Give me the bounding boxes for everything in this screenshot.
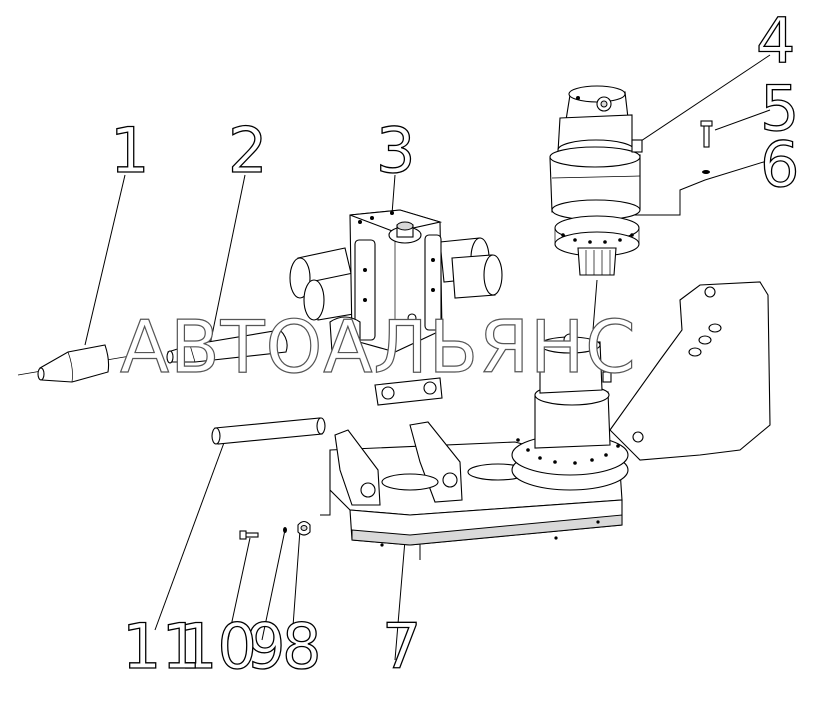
callout-8: 8 <box>282 610 321 683</box>
part-4-slew-drive <box>549 85 643 331</box>
part-7-base-assembly <box>329 281 771 547</box>
callout-5: 5 <box>760 72 799 145</box>
callout-3: 3 <box>376 114 415 187</box>
callout-6: 6 <box>760 128 799 201</box>
callout-1: 1 <box>110 114 149 187</box>
callout-10: 10 <box>178 610 257 683</box>
callout-2: 2 <box>228 114 267 187</box>
part-6-washer <box>702 170 710 174</box>
part-5-bolt <box>700 120 713 148</box>
part-2-pin <box>166 329 288 364</box>
part-9-washer <box>283 527 287 533</box>
part-8-plate <box>297 520 311 536</box>
part-11-pin <box>211 417 326 445</box>
callout-7: 7 <box>382 610 421 683</box>
callout-9: 9 <box>246 610 285 683</box>
callout-11: 11 <box>122 610 201 683</box>
part-3-gearbox <box>289 209 503 406</box>
watermark-text: АВТОАЛЬЯНС <box>120 305 637 389</box>
part-10-bolt <box>239 530 259 540</box>
leader-lines <box>84 54 771 661</box>
callout-4: 4 <box>756 4 795 77</box>
part-1-cap <box>17 344 131 383</box>
